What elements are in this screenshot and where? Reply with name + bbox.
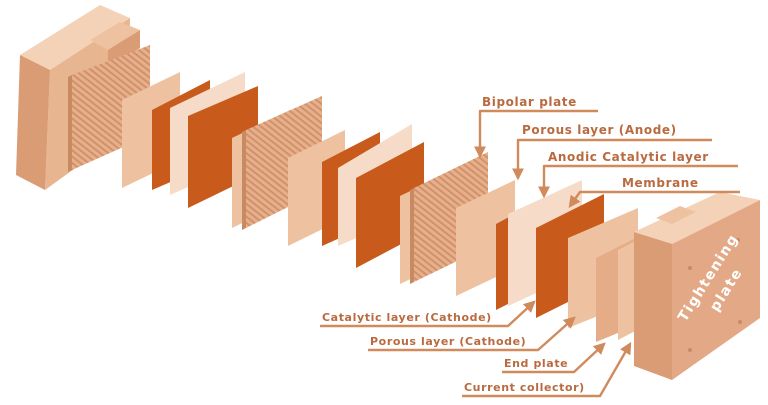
label-catalytic-layer-cathode: Catalytic layer (Cathode) — [322, 311, 492, 324]
leader-catalytic-layer-cathode — [320, 300, 536, 328]
label-membrane: Membrane — [622, 176, 699, 190]
leader-end-plate — [502, 342, 606, 374]
label-anodic-catalytic-layer: Anodic Catalytic layer — [548, 150, 709, 164]
label-end-plate: End plate — [504, 357, 568, 370]
leader-porous-layer-cathode — [368, 316, 576, 352]
leader-membrane — [568, 190, 740, 208]
leader-current-collector — [462, 341, 632, 398]
label-current-collector: Current collector) — [464, 381, 585, 394]
leader-porous-layer-anode — [512, 138, 712, 181]
label-porous-layer-cathode: Porous layer (Cathode) — [370, 335, 526, 348]
right-tightening-plate — [634, 192, 760, 380]
leader-bipolar-plate — [474, 109, 598, 159]
leader-anodic-catalytic-layer — [538, 164, 738, 199]
label-porous-layer-anode: Porous layer (Anode) — [522, 123, 677, 137]
label-bipolar-plate: Bipolar plate — [482, 95, 577, 109]
